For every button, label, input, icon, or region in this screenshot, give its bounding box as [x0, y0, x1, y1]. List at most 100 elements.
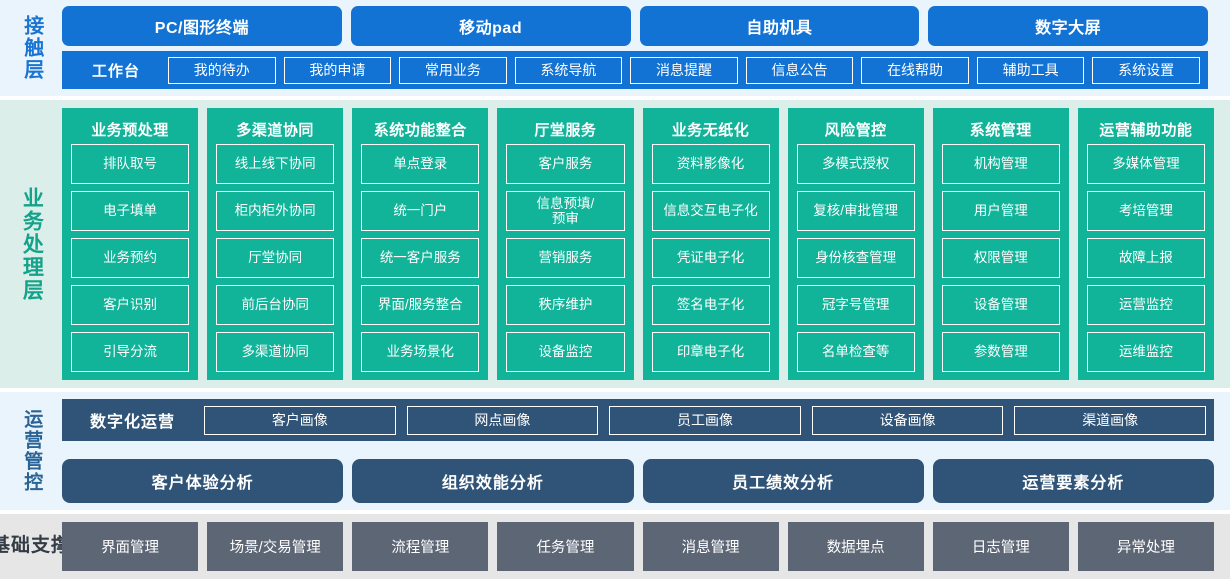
- business-item[interactable]: 参数管理: [941, 332, 1060, 372]
- analysis-button-employee-performance[interactable]: 员工绩效分析: [642, 459, 924, 503]
- workbench-title: 工作台: [92, 62, 141, 80]
- base-item-exception-handling[interactable]: 异常处理: [1077, 522, 1214, 571]
- layer-base-support-label-text: 基础支撑: [0, 535, 72, 557]
- portrait-item-employee[interactable]: 员工画像: [609, 405, 801, 435]
- business-item[interactable]: 故障上报: [1086, 238, 1205, 278]
- portrait-item-customer[interactable]: 客户画像: [204, 405, 396, 435]
- base-item-task-management[interactable]: 任务管理: [497, 522, 634, 571]
- workbench-item-announcement[interactable]: 信息公告: [745, 56, 854, 84]
- business-item[interactable]: 多媒体管理: [1086, 144, 1205, 184]
- business-column-preprocessing: 业务预处理 排队取号 电子填单 业务预约 客户识别 引导分流: [62, 108, 199, 380]
- workbench-item-system-settings[interactable]: 系统设置: [1092, 56, 1200, 84]
- workbench-item-aux-tools[interactable]: 辅助工具: [976, 56, 1085, 84]
- workbench-item-message-alert[interactable]: 消息提醒: [630, 56, 738, 84]
- business-item[interactable]: 电子填单: [71, 191, 190, 231]
- business-item[interactable]: 线上线下协同: [216, 144, 335, 184]
- business-column-paperless: 业务无纸化 资料影像化 信息交互电子化 凭证电子化 签名电子化 印章电子化: [642, 108, 779, 380]
- workbench-item-my-todo[interactable]: 我的待办: [168, 56, 276, 84]
- business-item[interactable]: 营销服务: [506, 238, 625, 278]
- business-item[interactable]: 排队取号: [71, 144, 190, 184]
- portrait-item-branch[interactable]: 网点画像: [406, 405, 599, 435]
- business-item[interactable]: 客户服务: [506, 144, 625, 184]
- base-item-process-management[interactable]: 流程管理: [352, 522, 489, 571]
- business-column-items: 资料影像化 信息交互电子化 凭证电子化 签名电子化 印章电子化: [651, 144, 770, 372]
- layer-contact-label-text: 接触层: [20, 15, 43, 81]
- business-item[interactable]: 印章电子化: [651, 332, 770, 372]
- workbench-item-online-help[interactable]: 在线帮助: [861, 56, 969, 84]
- business-item[interactable]: 设备监控: [506, 332, 625, 372]
- business-item[interactable]: 业务预约: [71, 238, 190, 278]
- business-item[interactable]: 身份核查管理: [796, 238, 915, 278]
- business-item[interactable]: 签名电子化: [651, 285, 770, 325]
- workbench-bar: 工作台 我的待办 我的申请 常用业务 系统导航 消息提醒 信息公告 在线帮助 辅…: [62, 51, 1208, 89]
- base-item-ui-management[interactable]: 界面管理: [62, 522, 199, 571]
- business-item[interactable]: 名单检查等: [796, 332, 915, 372]
- business-item[interactable]: 柜内柜外协同: [216, 191, 335, 231]
- workbench-item-my-application[interactable]: 我的申请: [283, 56, 392, 84]
- business-item[interactable]: 设备管理: [941, 285, 1060, 325]
- analysis-row: 客户体验分析 组织效能分析 员工绩效分析 运营要素分析: [62, 459, 1214, 503]
- business-column-title: 系统管理: [969, 121, 1032, 139]
- business-column-items: 排队取号 电子填单 业务预约 客户识别 引导分流: [71, 144, 190, 372]
- layer-base-support-label: 基础支撑: [0, 514, 70, 579]
- business-item[interactable]: 考培管理: [1086, 191, 1205, 231]
- workbench-item-common-business[interactable]: 常用业务: [399, 56, 507, 84]
- business-column-risk-control: 风险管控 多模式授权 复核/审批管理 身份核查管理 冠字号管理 名单检查等: [787, 108, 924, 380]
- business-item[interactable]: 业务场景化: [361, 332, 480, 372]
- business-item[interactable]: 运营监控: [1086, 285, 1205, 325]
- base-item-message-management[interactable]: 消息管理: [642, 522, 779, 571]
- business-item[interactable]: 运维监控: [1086, 332, 1205, 372]
- base-item-scenario-transaction[interactable]: 场景/交易管理: [207, 522, 344, 571]
- channel-button-digital-screen[interactable]: 数字大屏: [928, 6, 1208, 46]
- analysis-button-org-efficiency[interactable]: 组织效能分析: [352, 459, 634, 503]
- business-item[interactable]: 资料影像化: [651, 144, 770, 184]
- channel-button-mobile-pad[interactable]: 移动pad: [350, 6, 631, 46]
- business-item[interactable]: 客户识别: [71, 285, 190, 325]
- workbench-item-system-nav[interactable]: 系统导航: [514, 56, 623, 84]
- business-column-title: 多渠道协同: [236, 121, 314, 139]
- business-item[interactable]: 信息预填/ 预审: [506, 191, 625, 231]
- business-item[interactable]: 用户管理: [941, 191, 1060, 231]
- business-item[interactable]: 信息交互电子化: [651, 191, 770, 231]
- business-item[interactable]: 单点登录: [361, 144, 480, 184]
- layer-operations-label-text: 运营管控: [21, 409, 43, 493]
- layer-business-label: 业务处理层: [0, 100, 62, 388]
- business-column-lobby-service: 厅堂服务 客户服务 信息预填/ 预审 营销服务 秩序维护 设备监控: [497, 108, 634, 380]
- layer-operations: 运营管控 数字化运营 客户画像 网点画像 员工画像 设备画像 渠道画像 客户体验…: [0, 392, 1230, 510]
- layer-business: 业务处理层 业务预处理 排队取号 电子填单 业务预约 客户识别 引导分流 多渠道…: [0, 100, 1230, 388]
- base-item-data-tracking[interactable]: 数据埋点: [787, 522, 924, 571]
- business-column-title: 风险管控: [824, 121, 887, 139]
- analysis-button-ops-elements[interactable]: 运营要素分析: [932, 459, 1214, 503]
- business-item[interactable]: 多渠道协同: [216, 332, 335, 372]
- business-column-items: 单点登录 统一门户 统一客户服务 界面/服务整合 业务场景化: [361, 144, 480, 372]
- portrait-item-channel[interactable]: 渠道画像: [1014, 405, 1206, 435]
- layer-contact: 接触层 PC/图形终端 移动pad 自助机具 数字大屏 工作台 我的待办 我的申…: [0, 0, 1230, 96]
- business-item[interactable]: 界面/服务整合: [361, 285, 480, 325]
- business-item[interactable]: 统一客户服务: [361, 238, 480, 278]
- business-item[interactable]: 统一门户: [361, 191, 480, 231]
- business-item[interactable]: 权限管理: [941, 238, 1060, 278]
- layer-business-body: 业务预处理 排队取号 电子填单 业务预约 客户识别 引导分流 多渠道协同 线上线…: [62, 100, 1230, 388]
- channel-button-self-service[interactable]: 自助机具: [639, 6, 920, 46]
- channel-button-pc[interactable]: PC/图形终端: [62, 6, 342, 46]
- business-column-system-integration: 系统功能整合 单点登录 统一门户 统一客户服务 界面/服务整合 业务场景化: [352, 108, 489, 380]
- business-column-title: 业务预处理: [91, 121, 169, 139]
- business-item[interactable]: 引导分流: [71, 332, 190, 372]
- business-item[interactable]: 凭证电子化: [651, 238, 770, 278]
- business-item[interactable]: 复核/审批管理: [796, 191, 915, 231]
- business-item[interactable]: 多模式授权: [796, 144, 915, 184]
- business-item[interactable]: 秩序维护: [506, 285, 625, 325]
- analysis-button-customer-experience[interactable]: 客户体验分析: [62, 459, 344, 503]
- business-column-title: 系统功能整合: [373, 121, 467, 139]
- business-item[interactable]: 冠字号管理: [796, 285, 915, 325]
- business-column-system-management: 系统管理 机构管理 用户管理 权限管理 设备管理 参数管理: [932, 108, 1069, 380]
- business-column-items: 机构管理 用户管理 权限管理 设备管理 参数管理: [941, 144, 1060, 372]
- business-item[interactable]: 前后台协同: [216, 285, 335, 325]
- business-item[interactable]: 机构管理: [941, 144, 1060, 184]
- business-item[interactable]: 厅堂协同: [216, 238, 335, 278]
- business-column-ops-support: 运营辅助功能 多媒体管理 考培管理 故障上报 运营监控 运维监控: [1077, 108, 1214, 380]
- base-item-log-management[interactable]: 日志管理: [932, 522, 1069, 571]
- layer-operations-body: 数字化运营 客户画像 网点画像 员工画像 设备画像 渠道画像 客户体验分析 组织…: [62, 392, 1230, 510]
- business-column-items: 多媒体管理 考培管理 故障上报 运营监控 运维监控: [1086, 144, 1205, 372]
- portrait-item-device[interactable]: 设备画像: [811, 405, 1004, 435]
